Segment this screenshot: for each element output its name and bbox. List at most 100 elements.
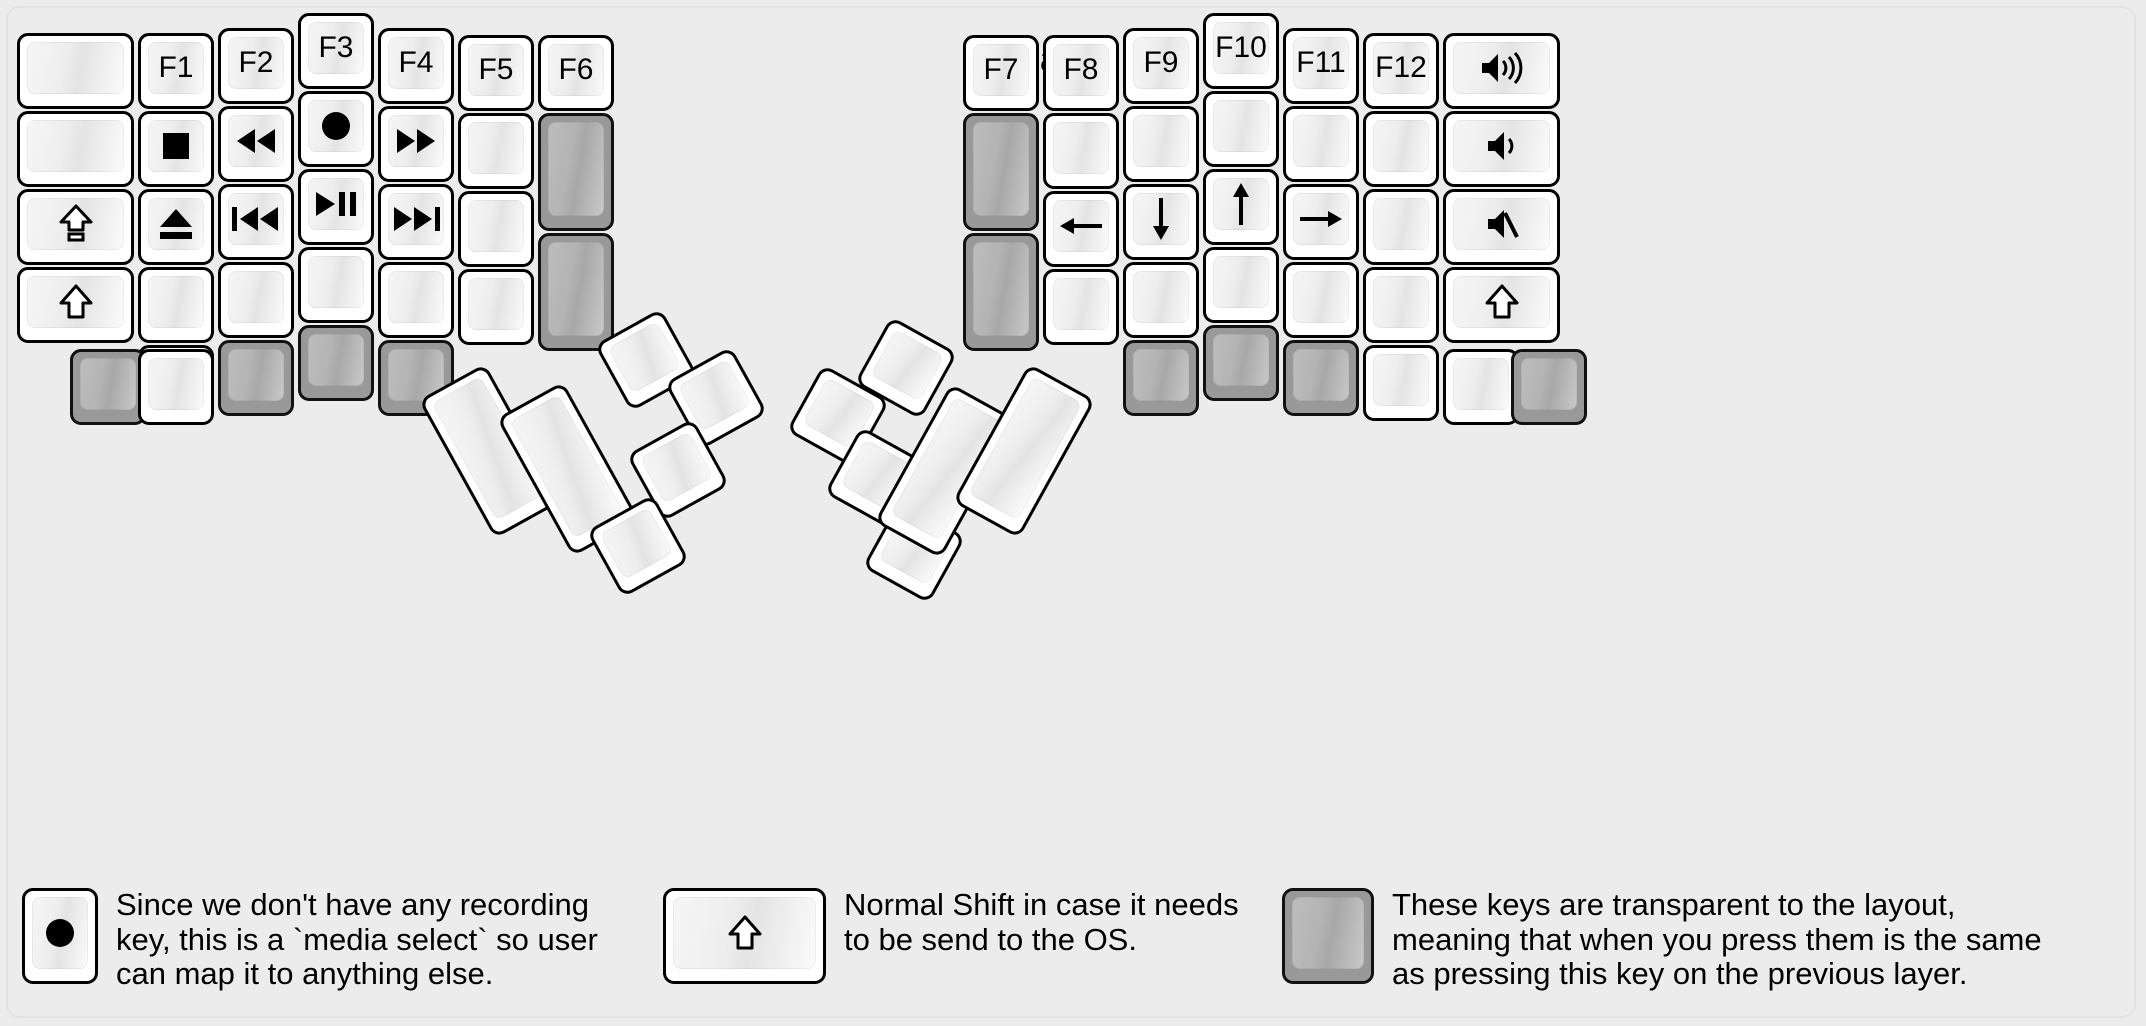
key-right-col-middle-r0[interactable]: F10	[1203, 13, 1279, 89]
key-right-col-ring-r1[interactable]	[1283, 106, 1359, 182]
key-right-col-pinky-outer-r3[interactable]	[1443, 267, 1560, 343]
key-right-col-ring-r3[interactable]	[1283, 262, 1359, 338]
key-right-col-middle-r2[interactable]	[1203, 169, 1279, 245]
key-left-col-index-r1[interactable]	[378, 106, 454, 182]
key-left-col-inner-r0[interactable]: F6	[538, 35, 614, 111]
key-right-col-ring-r4[interactable]	[1283, 340, 1359, 416]
key-left-col-index-r2[interactable]	[378, 184, 454, 260]
key-cap	[1133, 37, 1189, 89]
key-left-col-index-r4[interactable]	[378, 340, 454, 416]
key-cap	[308, 256, 364, 308]
key-cap	[1453, 358, 1509, 410]
key-right-col-ring-r0[interactable]: F11	[1283, 28, 1359, 104]
key-left-col-ring-r3[interactable]	[218, 262, 294, 338]
key-left-col-middle-r3[interactable]	[298, 247, 374, 323]
key-right-col-index-r0[interactable]: F9	[1123, 28, 1199, 104]
key-cap	[1373, 42, 1429, 94]
key-cap	[677, 359, 752, 432]
key-right-col-inner-r1[interactable]	[963, 113, 1039, 231]
key-cap	[870, 329, 945, 402]
key-left-col-index-inner-r1[interactable]	[458, 113, 534, 189]
key-cap	[973, 242, 1029, 336]
key-cap	[973, 44, 1029, 96]
key-left-col-index-inner-r2[interactable]	[458, 191, 534, 267]
legend-item-1: Normal Shift in case it needs to be send…	[663, 887, 1239, 984]
key-left-col-middle-r2[interactable]	[298, 169, 374, 245]
key-left-col-pinky-outer-r3[interactable]	[17, 267, 134, 343]
key-cap	[27, 276, 124, 328]
key-left-col-index-r0[interactable]: F4	[378, 28, 454, 104]
key-right-bottom-0[interactable]	[1443, 349, 1519, 425]
key-right-col-pinky-outer-r0[interactable]	[1443, 33, 1560, 109]
key-left-col-index-r3[interactable]	[378, 262, 454, 338]
key-right-col-pinky-r1[interactable]	[1363, 111, 1439, 187]
key-left-col-pinky-outer-r1[interactable]	[17, 111, 134, 187]
key-right-col-index-r4[interactable]	[1123, 340, 1199, 416]
key-left-col-pinky-outer-r2[interactable]	[17, 189, 134, 265]
key-right-col-pinky-outer-r2[interactable]	[1443, 189, 1560, 265]
key-cap	[80, 358, 136, 410]
key-cap	[1053, 122, 1109, 174]
key-right-col-pinky-outer-r1[interactable]	[1443, 111, 1560, 187]
key-cap	[1213, 334, 1269, 386]
key-left-col-pinky-r2[interactable]	[138, 189, 214, 265]
key-left-col-ring-r2[interactable]	[218, 184, 294, 260]
key-right-bottom-1[interactable]	[1511, 349, 1587, 425]
key-right-col-index-inner-r0[interactable]: F8	[1043, 35, 1119, 111]
key-left-col-ring-r0[interactable]: F2	[218, 28, 294, 104]
legend-text-2: These keys are transparent to the layout…	[1392, 887, 2042, 992]
key-cap	[1133, 115, 1189, 167]
legend-text-1: Normal Shift in case it needs to be send…	[844, 887, 1239, 957]
key-cap	[388, 271, 444, 323]
key-left-col-index-inner-r0[interactable]: F5	[458, 35, 534, 111]
key-right-col-index-inner-r2[interactable]	[1043, 191, 1119, 267]
key-right-col-pinky-r2[interactable]	[1363, 189, 1439, 265]
key-cap	[1213, 256, 1269, 308]
key-cap	[1053, 44, 1109, 96]
key-right-col-pinky-r4[interactable]	[1363, 345, 1439, 421]
key-cap	[468, 278, 524, 330]
key-right-col-inner-r2[interactable]	[963, 233, 1039, 351]
key-left-col-index-inner-r3[interactable]	[458, 269, 534, 345]
legend-key-2	[1282, 888, 1374, 984]
key-left-col-pinky-r0[interactable]: F1	[138, 33, 214, 109]
key-cap	[308, 178, 364, 230]
legend-sample-key-2	[1282, 888, 1374, 984]
key-left-col-ring-r1[interactable]	[218, 106, 294, 182]
key-left-bottom-1[interactable]	[138, 349, 214, 425]
key-left-col-middle-r1[interactable]	[298, 91, 374, 167]
key-cap	[599, 507, 674, 580]
key-left-col-pinky-r1[interactable]	[138, 111, 214, 187]
key-right-col-index-inner-r1[interactable]	[1043, 113, 1119, 189]
key-cap	[228, 193, 284, 245]
key-cap	[32, 897, 88, 969]
key-right-col-pinky-r0[interactable]: F12	[1363, 33, 1439, 109]
key-right-col-index-r1[interactable]	[1123, 106, 1199, 182]
key-cap	[673, 897, 816, 969]
key-left-col-inner-r2[interactable]	[538, 233, 614, 351]
key-right-col-index-inner-r3[interactable]	[1043, 269, 1119, 345]
key-left-bottom-0[interactable]	[70, 349, 146, 425]
key-cap	[1453, 120, 1550, 172]
key-right-col-ring-r2[interactable]	[1283, 184, 1359, 260]
key-cap	[27, 198, 124, 250]
key-left-col-pinky-outer-r0[interactable]	[17, 33, 134, 109]
key-right-col-middle-r4[interactable]	[1203, 325, 1279, 401]
key-right-col-middle-r1[interactable]	[1203, 91, 1279, 167]
key-left-col-inner-r1[interactable]	[538, 113, 614, 231]
key-right-col-pinky-r3[interactable]	[1363, 267, 1439, 343]
key-right-col-index-r3[interactable]	[1123, 262, 1199, 338]
key-left-col-pinky-r3[interactable]	[138, 267, 214, 343]
key-right-col-index-r2[interactable]	[1123, 184, 1199, 260]
key-left-col-middle-r0[interactable]: F3	[298, 13, 374, 89]
key-cap	[1293, 349, 1349, 401]
key-right-col-middle-r3[interactable]	[1203, 247, 1279, 323]
key-left-col-ring-r4[interactable]	[218, 340, 294, 416]
key-right-col-inner-r0[interactable]: F7	[963, 35, 1039, 111]
key-cap	[1453, 198, 1550, 250]
key-left-col-middle-r4[interactable]	[298, 325, 374, 401]
key-cap	[27, 42, 124, 94]
key-cap	[148, 120, 204, 172]
legend-sample-key-0	[22, 888, 98, 984]
key-cap	[468, 122, 524, 174]
